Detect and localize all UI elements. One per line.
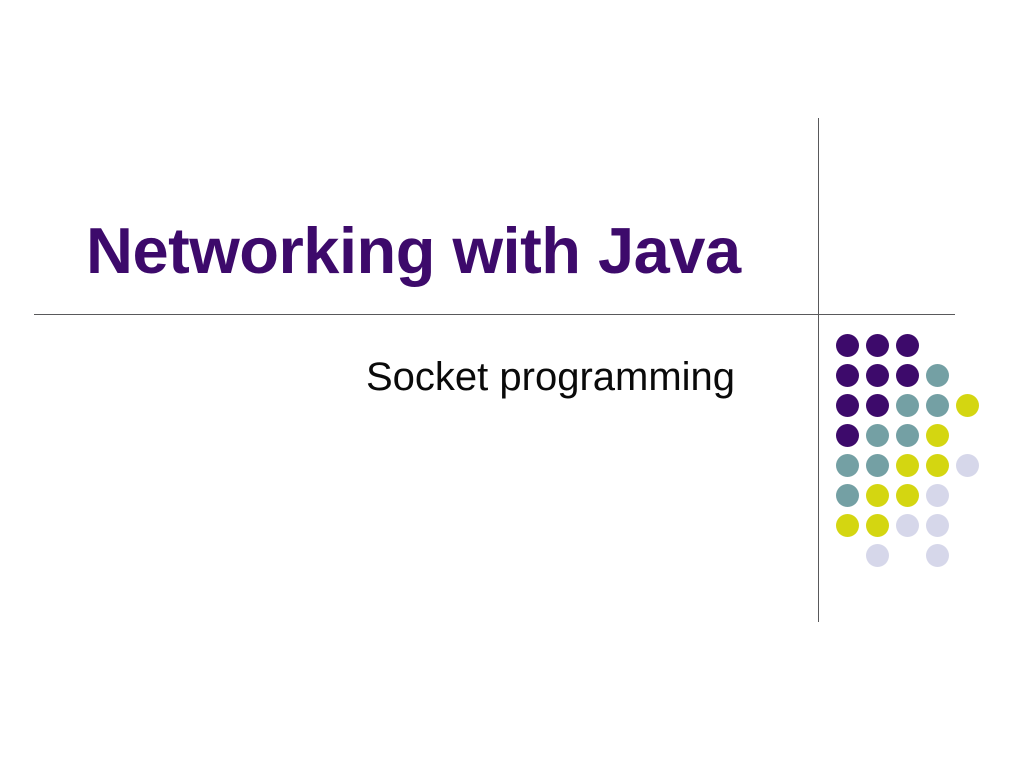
horizontal-divider-line [34,314,955,315]
dot-none [956,364,979,387]
dot-yellow [896,454,919,477]
dot-purple [836,334,859,357]
dot-teal [926,394,949,417]
dot-grid-row [836,364,996,394]
dot-yellow [866,514,889,537]
dot-grid-row [836,484,996,514]
dot-none [956,544,979,567]
slide-title: Networking with Java [86,206,786,296]
dot-lavender [956,454,979,477]
dot-teal [896,394,919,417]
dot-teal [926,364,949,387]
dot-lavender [926,514,949,537]
dot-yellow [836,514,859,537]
vertical-divider-line [818,118,819,622]
dot-none [956,484,979,507]
dot-teal [836,484,859,507]
dot-purple [866,334,889,357]
dot-yellow [926,454,949,477]
dot-grid-row [836,514,996,544]
dot-yellow [896,484,919,507]
dot-yellow [956,394,979,417]
dot-teal [866,454,889,477]
dot-yellow [926,424,949,447]
dot-purple [836,424,859,447]
dot-purple [896,364,919,387]
dot-none [956,514,979,537]
dot-lavender [926,484,949,507]
decorative-dot-grid [836,334,996,589]
dot-purple [866,394,889,417]
dot-purple [836,364,859,387]
slide-title-text: Networking with Java [86,213,741,287]
dot-none [956,424,979,447]
dot-grid-row [836,394,996,424]
dot-grid-row [836,544,996,574]
dot-purple [836,394,859,417]
dot-grid-row [836,454,996,484]
dot-teal [836,454,859,477]
dot-none [926,334,949,357]
dot-purple [896,334,919,357]
dot-grid-row [836,334,996,364]
dot-yellow [866,484,889,507]
slide-subtitle-text: Socket programming [366,355,736,399]
dot-none [956,334,979,357]
dot-lavender [896,514,919,537]
dot-none [836,544,859,567]
dot-purple [866,364,889,387]
slide-subtitle: Socket programming [366,352,796,402]
dot-none [896,544,919,567]
dot-lavender [866,544,889,567]
dot-teal [866,424,889,447]
dot-lavender [926,544,949,567]
dot-teal [896,424,919,447]
dot-grid-row [836,424,996,454]
